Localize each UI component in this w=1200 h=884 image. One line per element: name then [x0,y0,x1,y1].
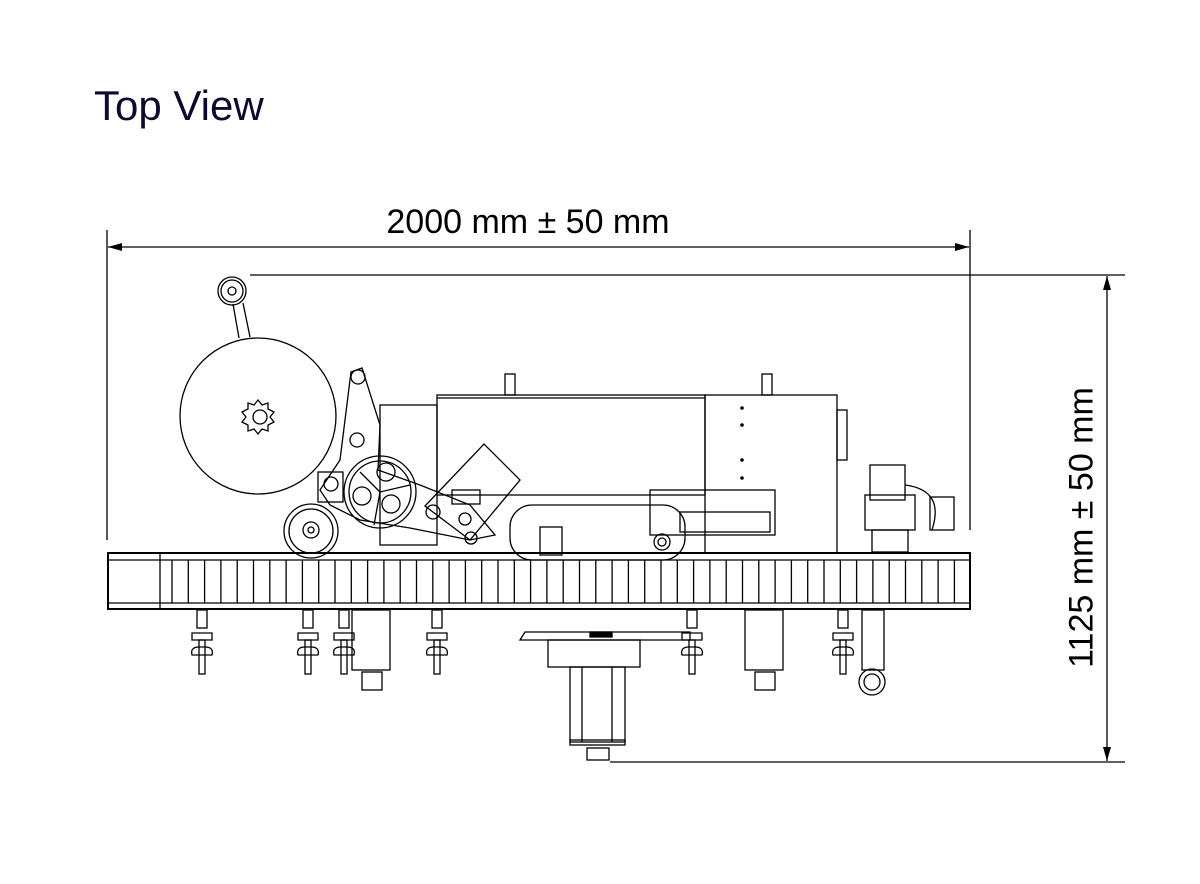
guide-bracket [333,609,355,675]
width-dimension-label: 2000 mm ± 50 mm [386,203,670,241]
width-dimension [106,230,971,540]
main-housing [379,373,848,561]
drawing-title: Top View [94,82,264,129]
guide-bracket [191,609,213,675]
sensor-unit [864,464,955,553]
guide-bracket [681,609,703,675]
guide-bracket [297,609,319,675]
guide-bracket [426,609,448,675]
conveyor-slats [171,560,956,603]
height-dimension [250,274,1125,763]
guide-bracket [832,609,854,675]
lower-assemblies [351,609,886,761]
label-roll [179,276,337,495]
guide-brackets [191,609,854,675]
conveyor [107,552,971,610]
dispenser-head [283,367,521,559]
